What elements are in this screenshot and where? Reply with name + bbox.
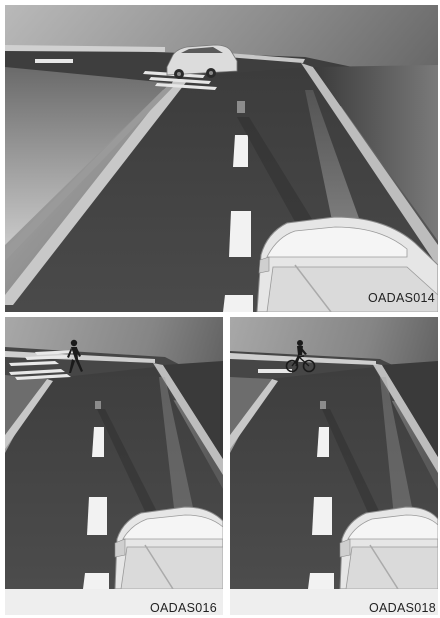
figure-caption: OADAS016 (150, 601, 217, 615)
figure-pedestrian-ahead: OADAS016 (5, 317, 223, 615)
illustration-cyclist-crossing (230, 317, 438, 589)
figure-cyclist-ahead: OADAS018 (230, 317, 438, 615)
ego-car-icon (115, 507, 223, 589)
figure-caption: OADAS014 (368, 291, 435, 305)
figure-vehicle-ahead: OADAS014 (5, 5, 438, 312)
figure-caption: OADAS018 (369, 601, 436, 615)
illustration-pedestrian-crossing (5, 317, 223, 589)
illustration-vehicle-crossing (5, 5, 438, 312)
